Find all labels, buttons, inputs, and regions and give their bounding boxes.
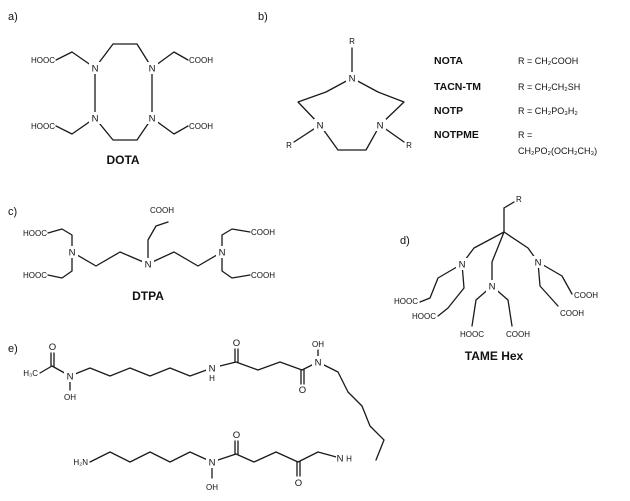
tame-r: R	[516, 195, 522, 204]
tacn-structure: b) N N N R R R	[258, 11, 412, 151]
dota-structure: a) N N N N HOOC COOH HOOC COOH DOTA	[8, 11, 213, 167]
dota-n2: N	[149, 64, 156, 75]
tacn-row-name-1: TACN-TM	[434, 81, 481, 93]
dfo-bonds	[39, 348, 385, 479]
tacn-row-name-2: NOTP	[434, 105, 463, 117]
desferrioxamine-structure: e)	[8, 338, 385, 492]
dota-n3: N	[92, 114, 99, 125]
dtpa-n-right: N	[219, 248, 226, 259]
dfo-o-5: O	[295, 478, 302, 489]
tame-cooh-1: COOH	[506, 330, 530, 339]
dfo-oh-1: OH	[64, 393, 76, 402]
dfo-o-3: O	[299, 385, 306, 396]
panel-label-d: d)	[400, 235, 410, 247]
dfo-h3c: H₃C	[23, 369, 38, 378]
tame-hex-name: TAME Hex	[465, 349, 524, 363]
panel-label-b: b)	[258, 11, 268, 23]
dfo-o-acetyl: O	[49, 342, 56, 353]
tame-hex-bonds	[419, 201, 573, 327]
dota-cooh-bottom: COOH	[189, 122, 213, 131]
dtpa-cooh-lower-right: COOH	[251, 271, 275, 280]
dfo-oh-2: OH	[312, 340, 324, 349]
dfo-n-amide-bottom: N	[337, 454, 344, 465]
dota-cooh-top: COOH	[189, 56, 213, 65]
tacn-row-r-0: R = CH₂COOH	[518, 56, 578, 66]
dfo-oh-3: OH	[206, 483, 218, 492]
tacn-row-r-2: R = CH₂PO₃H₂	[518, 106, 578, 116]
dota-hooc-bottom: HOOC	[31, 122, 55, 131]
tacn-bonds	[293, 47, 405, 151]
tacn-n-left: N	[317, 121, 324, 132]
tacn-row-name-3: NOTPME	[434, 129, 479, 141]
dfo-n-amide-top: N	[209, 364, 216, 375]
tame-cooh-2: COOH	[574, 291, 598, 300]
dota-hooc-top: HOOC	[31, 56, 55, 65]
dfo-h-amide-bottom: H	[346, 455, 352, 464]
tacn-row-r-3: R =	[518, 130, 532, 140]
tame-hex-structure: d) N N N R HOOC HOOC HOOC COOH COOH C	[394, 195, 598, 363]
tacn-r-top: R	[349, 37, 355, 46]
dfo-h2n: H₂N	[73, 458, 88, 467]
dtpa-name: DTPA	[132, 289, 164, 303]
tame-n-middle: N	[489, 282, 496, 293]
tame-hooc-1: HOOC	[394, 297, 418, 306]
dtpa-hooc-upper-left: HOOC	[23, 229, 47, 238]
tacn-row-name-0: NOTA	[434, 55, 463, 67]
dfo-n-2: N	[315, 358, 322, 369]
dtpa-hooc-lower-left: HOOC	[23, 271, 47, 280]
dota-bonds	[55, 43, 189, 141]
panel-label-c: c)	[8, 206, 17, 218]
tacn-r-left: R	[286, 141, 292, 150]
panel-label-e: e)	[8, 343, 18, 355]
dtpa-cooh-center: COOH	[150, 206, 174, 215]
tame-n-right: N	[535, 258, 542, 269]
dtpa-structure: c) N N N HOOC HOOC COOH COOH COOH DTPA	[8, 206, 275, 303]
tame-cooh-3: COOH	[560, 309, 584, 318]
dtpa-n-center: N	[145, 260, 152, 271]
dfo-o-4: O	[233, 430, 240, 441]
dtpa-cooh-upper-right: COOH	[251, 228, 275, 237]
panel-label-a: a)	[8, 11, 18, 23]
tacn-row-r2-3: CH₂PO₂(OCH₂CH₃)	[518, 146, 597, 156]
dfo-n-3: N	[209, 458, 216, 469]
tacn-r-right: R	[406, 141, 412, 150]
dtpa-n-left: N	[69, 248, 76, 259]
dfo-n-1: N	[67, 372, 74, 383]
dfo-o-2: O	[233, 338, 240, 349]
dota-n4: N	[149, 114, 156, 125]
tacn-n-right: N	[377, 121, 384, 132]
tacn-row-r-1: R = CH₂CH₂SH	[518, 82, 580, 92]
tame-n-left: N	[459, 260, 466, 271]
tacn-substituent-table: NOTA R = CH₂COOH TACN-TM R = CH₂CH₂SH NO…	[434, 55, 597, 156]
tacn-n-top: N	[349, 74, 356, 85]
tame-hooc-3: HOOC	[460, 330, 484, 339]
dfo-h-amide-top: H	[209, 374, 215, 383]
dota-n1: N	[92, 64, 99, 75]
dota-name: DOTA	[106, 153, 139, 167]
tame-hooc-2: HOOC	[412, 312, 436, 321]
